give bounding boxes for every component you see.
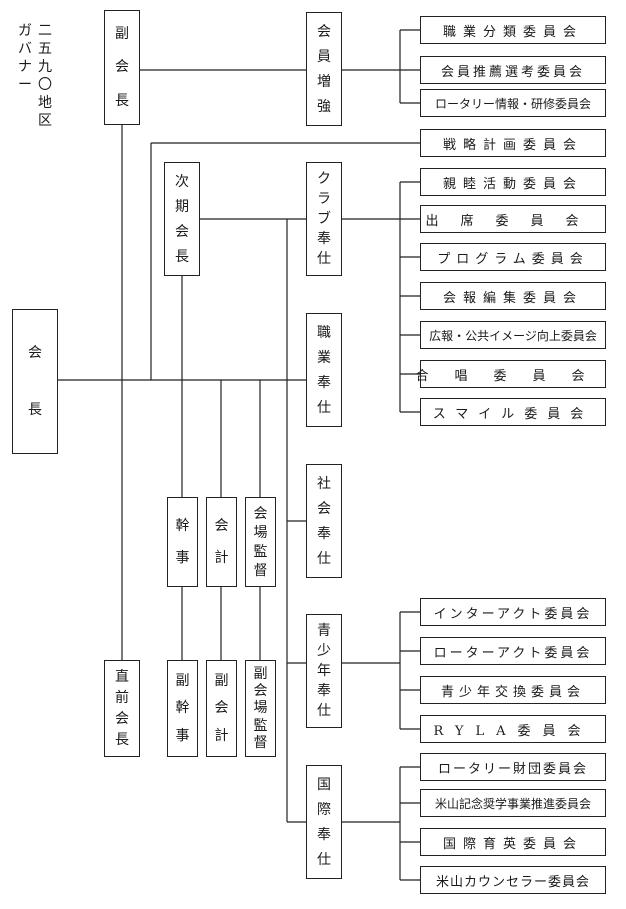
committee-attendance: 出席委員会 [420,205,606,233]
international-service-box: 国際奉仕 [306,765,342,879]
committee-youth-exchange: 青少年交換委員会 [420,676,606,704]
committee-fellowship: 親睦活動委員会 [420,168,606,196]
treasurer-box: 会計 [206,497,237,587]
committee-public-image: 広報・公共イメージ向上委員会 [420,321,606,349]
president-elect-box: 次期会長 [164,162,200,276]
committee-rotaract: ローターアクト委員会 [420,637,606,665]
vice-secretary-box: 副幹事 [167,660,198,757]
committee-strategic-planning: 戦略計画委員会 [420,129,606,157]
committee-rotary-info: ロータリー情報・研修委員会 [420,89,606,117]
community-service-box: 社会奉仕 [306,464,342,578]
committee-smile: スマイル委員会 [420,398,606,426]
vocational-service-box: 職業奉仕 [306,313,342,427]
committee-bulletin: 会報編集委員会 [420,282,606,310]
committee-classification: 職業分類委員会 [420,16,606,44]
vice-president-box: 副会長 [104,10,140,125]
secretary-box: 幹事 [167,497,198,587]
committee-yoneyama-scholarship: 米山記念奨学事業推進委員会 [420,789,606,817]
district-governor-label: ガバナー 二五九〇地区 [18,22,52,130]
membership-avenue-box: 会員増強 [306,12,342,126]
committee-interact: インターアクト委員会 [420,598,606,626]
club-service-box: クラブ奉仕 [306,162,342,276]
district-governor-title: ガバナー [18,23,32,93]
district-number: 二五九〇地区 [38,23,52,129]
sergeant-box: 会場監督 [245,497,276,587]
president-box: 会長 [12,309,58,454]
vice-sergeant-box: 副会場監督 [245,660,276,757]
committee-program: プログラム委員会 [420,243,606,271]
vice-treasurer-box: 副会計 [206,660,237,757]
committee-yoneyama-counselor: 米山カウンセラー委員会 [420,866,606,894]
committee-ryla: RYLA委員会 [420,715,606,743]
youth-service-box: 青少年奉仕 [306,614,342,728]
committee-choir: 合唱委員会 [416,360,606,388]
committee-international-scholarship: 国際育英委員会 [420,828,606,856]
committee-rotary-foundation: ロータリー財団委員会 [420,753,606,781]
past-president-box: 直前会長 [104,660,140,757]
committee-member-nomination: 会員推薦選考委員会 [420,56,606,84]
